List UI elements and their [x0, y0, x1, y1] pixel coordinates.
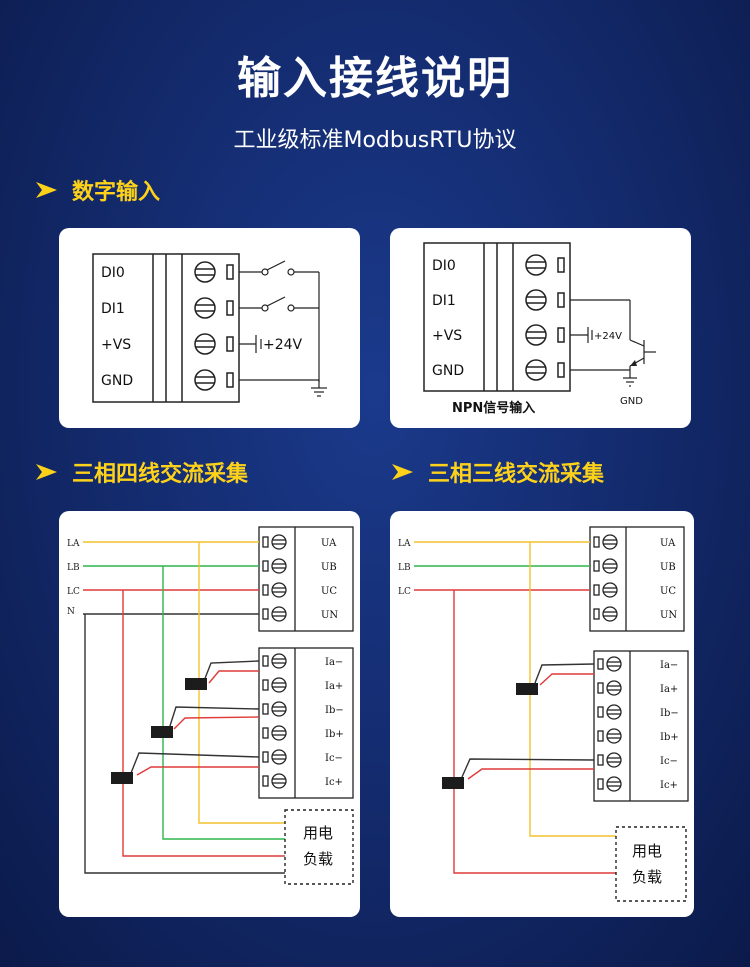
- current-terminal-label: Ic−: [660, 756, 678, 767]
- wires: [83, 541, 285, 874]
- voltage-terminal-label: UB: [321, 562, 337, 573]
- digital-input-diagram: DI0 DI1 +VS GND: [92, 253, 327, 403]
- section-title-label: 三相四线交流采集: [72, 462, 249, 487]
- line-label: LB: [398, 563, 411, 573]
- current-terminal-label: Ib−: [325, 705, 344, 716]
- emitter-arrow-icon: [630, 360, 637, 366]
- terminal-label: GND: [101, 373, 133, 389]
- npn-input-diagram: DI0 DI1 +VS GND +24: [423, 242, 656, 416]
- section-title-label: 三相三线交流采集: [428, 462, 605, 487]
- load-box: [615, 826, 687, 902]
- voltage-terminal-label: UB: [660, 562, 676, 573]
- load-label: 用电: [632, 842, 662, 860]
- digital-input-card: DI0 DI1 +VS GND: [59, 228, 360, 428]
- current-terminal-label: Ic+: [325, 777, 343, 788]
- terminal-label: DI1: [101, 301, 125, 317]
- line-label: N: [67, 607, 75, 617]
- section-title-label: 数字输入: [72, 180, 161, 205]
- current-terminal-label: Ia+: [325, 681, 343, 692]
- npn-input-card: DI0 DI1 +VS GND +24: [390, 228, 691, 428]
- supply-label: +24V: [594, 331, 622, 342]
- current-transformer-b: [151, 726, 173, 738]
- voltage-terminal-label: UC: [660, 586, 676, 597]
- load-label: 负载: [632, 868, 662, 886]
- page-title: 输入接线说明: [237, 53, 513, 104]
- voltage-terminal-label: UN: [321, 610, 338, 621]
- three-wire-card: UA UB UC UN Ia− Ia+ Ib− Ib+ Ic− Ic+ LA L…: [390, 511, 694, 917]
- current-terminal-label: Ib+: [325, 729, 344, 740]
- page-subtitle: 工业级标准ModbusRTU协议: [233, 128, 517, 153]
- voltage-terminal-label: UA: [660, 538, 676, 549]
- screw-terminals: [194, 261, 234, 391]
- terminal-label: DI0: [101, 265, 125, 281]
- terminal-label: DI1: [432, 293, 456, 309]
- line-label: LC: [67, 587, 80, 597]
- terminal-label: GND: [432, 363, 464, 379]
- screw-terminals: [525, 254, 565, 381]
- gnd-label: GND: [620, 396, 643, 407]
- current-terminal-label: Ia+: [660, 684, 678, 695]
- terminal-label: +VS: [432, 328, 462, 344]
- current-terminal-label: Ia−: [325, 657, 343, 668]
- arrow-icon: [34, 461, 60, 483]
- voltage-terminal-label: UC: [321, 586, 337, 597]
- current-transformer-a: [516, 683, 538, 695]
- load-box: [284, 809, 354, 885]
- current-terminal-block: [258, 647, 354, 799]
- current-transformer-c: [442, 777, 464, 789]
- supply-label: +24V: [263, 337, 303, 353]
- current-terminal-label: Ic−: [325, 753, 343, 764]
- line-label: LB: [67, 563, 80, 573]
- section-three-phase-three-wire: 三相三线交流采集: [390, 456, 604, 488]
- voltage-terminal-block: [258, 526, 354, 632]
- four-wire-card: UA UB UC UN Ia− Ia+ Ib− Ib+ Ic− Ic+ LA L…: [59, 511, 360, 917]
- voltage-terminal-label: UN: [660, 610, 677, 621]
- arrow-icon: [390, 461, 416, 483]
- voltage-terminal-block: [589, 526, 685, 632]
- current-terminal-label: Ib+: [660, 732, 679, 743]
- current-terminal-label: Ia−: [660, 660, 678, 671]
- current-terminal-block: [593, 650, 689, 802]
- voltage-terminal-label: UA: [321, 538, 337, 549]
- current-transformer-a: [185, 678, 207, 690]
- arrow-icon: [34, 179, 60, 201]
- current-terminal-label: Ib−: [660, 708, 679, 719]
- npn-caption: NPN信号输入: [452, 400, 535, 416]
- current-transformer-c: [111, 772, 133, 784]
- current-terminal-label: Ic+: [660, 780, 678, 791]
- terminal-label: +VS: [101, 337, 131, 353]
- line-label: LA: [67, 539, 80, 549]
- wires: [414, 541, 616, 874]
- npn-transistor-wiring: [570, 299, 656, 387]
- four-wire-diagram: UA UB UC UN Ia− Ia+ Ib− Ib+ Ic− Ic+ LA L…: [67, 526, 354, 885]
- three-wire-diagram: UA UB UC UN Ia− Ia+ Ib− Ib+ Ic− Ic+ LA L…: [398, 526, 689, 902]
- section-digital-input: 数字输入: [34, 174, 160, 206]
- line-label: LC: [398, 587, 411, 597]
- line-label: LA: [398, 539, 411, 549]
- load-label: 负载: [303, 850, 333, 868]
- switch-wiring: [239, 260, 327, 397]
- section-three-phase-four-wire: 三相四线交流采集: [34, 456, 248, 488]
- load-label: 用电: [303, 824, 333, 842]
- terminal-label: DI0: [432, 258, 456, 274]
